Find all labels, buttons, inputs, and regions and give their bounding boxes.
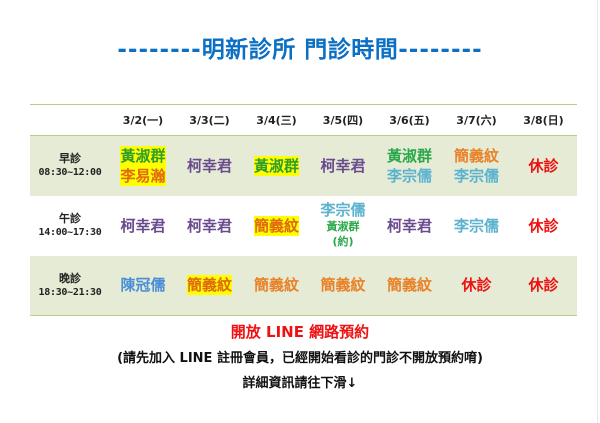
column-header-day: 3/2(一) <box>122 114 164 127</box>
clinic-schedule-table: 3/2(一) 3/3(二) 3/4(三) 3/5(四) 3/6(五) 3/7(六… <box>30 104 577 316</box>
schedule-cell: 黃淑群 <box>243 136 310 196</box>
doctor-name: 黃淑群 <box>253 155 299 176</box>
doctor-name: 李宗儒 <box>320 201 366 219</box>
doctor-name: 柯幸君 <box>186 216 232 235</box>
doctor-name: 簡義紋 <box>186 275 232 296</box>
page-right-border <box>597 0 598 423</box>
line-booking-notice: 開放 LINE 網路預約 <box>230 323 370 341</box>
reservation-note: (約) <box>332 235 354 248</box>
schedule-cell: 黃淑群 李易瀚 <box>110 136 176 196</box>
schedule-cell: 柯幸君 <box>176 196 243 256</box>
slot-name: 午診 <box>59 212 81 225</box>
closed-label: 休診 <box>528 156 559 175</box>
doctor-name: 李易瀚 <box>120 166 166 185</box>
schedule-cell: 簡義紋 <box>376 256 443 316</box>
scroll-down-hint: 詳細資訊請往下滑↓ <box>242 376 358 391</box>
title-dashes-left: -------- <box>117 37 202 63</box>
schedule-cell: 簡義紋 <box>243 256 310 316</box>
schedule-cell: 休診 <box>443 256 510 316</box>
schedule-cell: 柯幸君 <box>110 196 176 256</box>
closed-label: 休診 <box>461 276 492 295</box>
doctor-name: 李宗儒 <box>453 166 499 185</box>
closed-label: 休診 <box>528 276 559 295</box>
slot-name: 晚診 <box>59 271 81 285</box>
doctor-name: 簡義紋 <box>453 146 499 165</box>
schedule-cell: 休診 <box>510 256 577 316</box>
doctor-name: 黃淑群 <box>386 146 432 165</box>
schedule-cell: 簡義紋 <box>176 256 243 316</box>
slot-label: 晚診 18:30~21:30 <box>30 256 110 316</box>
doctor-name: 李宗儒 <box>386 166 432 185</box>
slot-time: 14:00~17:30 <box>38 227 102 238</box>
table-row-afternoon: 午診 14:00~17:30 柯幸君 柯幸君 簡義紋 李宗儒 黃淑群 (約) 柯… <box>30 196 577 256</box>
schedule-cell: 李宗儒 黃淑群 (約) <box>310 196 376 256</box>
schedule-cell: 簡義紋 <box>310 256 376 316</box>
column-header-day: 3/4(三) <box>256 114 297 127</box>
doctor-name: 李宗儒 <box>453 216 499 235</box>
column-header-day: 3/8(日) <box>523 114 564 127</box>
doctor-stack: 李宗儒 黃淑群 (約) <box>320 202 365 249</box>
slot-time: 18:30~21:30 <box>38 286 102 298</box>
table-header-row: 3/2(一) 3/3(二) 3/4(三) 3/5(四) 3/6(五) 3/7(六… <box>30 104 577 136</box>
table-row-evening: 晚診 18:30~21:30 陳冠儒 簡義紋 簡義紋 簡義紋 簡義紋 休診 <box>30 255 577 316</box>
title-text: 明新診所 門診時間 <box>201 37 399 63</box>
doctor-name: 陳冠儒 <box>120 276 166 295</box>
slot-name: 早診 <box>59 152 81 166</box>
column-header-day: 3/7(六) <box>456 114 497 127</box>
title-dashes-right: -------- <box>398 37 483 63</box>
doctor-name: 柯幸君 <box>186 156 232 175</box>
schedule-cell: 柯幸君 <box>376 196 443 256</box>
schedule-cell: 黃淑群 李宗儒 <box>376 136 443 196</box>
doctor-stack: 黃淑群 李宗儒 <box>387 146 432 186</box>
schedule-cell: 簡義紋 李宗儒 <box>443 136 510 196</box>
doctor-name: 簡義紋 <box>253 276 299 295</box>
doctor-name: 柯幸君 <box>386 216 432 235</box>
schedule-cell: 柯幸君 <box>176 136 243 196</box>
doctor-stack: 簡義紋 李宗儒 <box>454 146 499 186</box>
page-title: --------明新診所 門診時間-------- <box>0 30 600 64</box>
schedule-cell: 休診 <box>510 136 577 196</box>
schedule-cell: 柯幸君 <box>310 136 376 196</box>
doctor-name: 黃淑群 <box>120 146 166 165</box>
doctor-name: 黃淑群 <box>326 220 360 233</box>
column-header-day: 3/6(五) <box>389 114 430 127</box>
slot-label: 午診 14:00~17:30 <box>30 196 110 256</box>
table-row-morning: 早診 08:30~12:00 黃淑群 李易瀚 柯幸君 黃淑群 柯幸君 黃淑群 <box>30 135 577 196</box>
doctor-name: 簡義紋 <box>253 215 299 236</box>
doctor-name: 簡義紋 <box>320 276 366 295</box>
schedule-cell: 簡義紋 <box>243 196 310 256</box>
column-header-slot <box>30 105 110 136</box>
schedule-cell: 李宗儒 <box>443 196 510 256</box>
doctor-name: 柯幸君 <box>320 156 366 175</box>
slot-time: 08:30~12:00 <box>38 167 102 179</box>
column-header-day: 3/5(四) <box>322 114 364 127</box>
highlighted-doctors: 黃淑群 李易瀚 <box>120 145 166 186</box>
doctor-name: 簡義紋 <box>386 276 432 295</box>
closed-label: 休診 <box>528 216 559 235</box>
column-header-day: 3/3(二) <box>189 114 230 127</box>
slot-label: 早診 08:30~12:00 <box>30 136 110 196</box>
booking-instructions: (請先加入 LINE 註冊會員，已經開始看診的門診不開放預約唷) <box>117 351 483 366</box>
schedule-cell: 陳冠儒 <box>110 256 176 316</box>
doctor-name: 柯幸君 <box>120 216 166 235</box>
schedule-cell: 休診 <box>510 196 577 256</box>
